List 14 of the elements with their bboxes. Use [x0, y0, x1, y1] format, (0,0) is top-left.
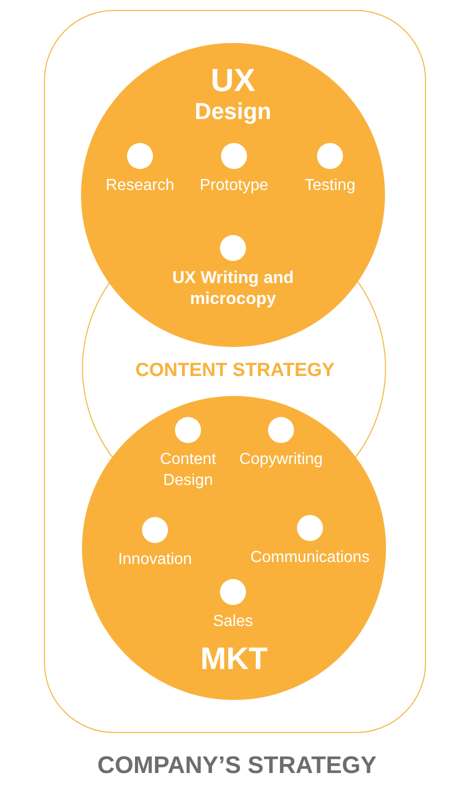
- circle-title: UX: [210, 63, 256, 98]
- item-label: Testing: [304, 176, 356, 196]
- item-label: Innovation: [118, 550, 192, 570]
- circle-title: Design: [194, 99, 272, 124]
- item-label: Content Design: [158, 450, 218, 491]
- item-label: Copywriting: [239, 450, 323, 470]
- item-label: Prototype: [200, 176, 268, 196]
- item-label: Research: [106, 176, 174, 196]
- circle-title: MKT: [199, 642, 269, 676]
- item-label: Communications: [250, 548, 370, 568]
- circle-title: CONTENT STRATEGY: [134, 361, 336, 382]
- item-label: Sales: [212, 612, 254, 632]
- item-label: UX Writing and microcopy: [171, 267, 295, 309]
- frame-heading: COMPANY’S STRATEGY: [96, 752, 378, 780]
